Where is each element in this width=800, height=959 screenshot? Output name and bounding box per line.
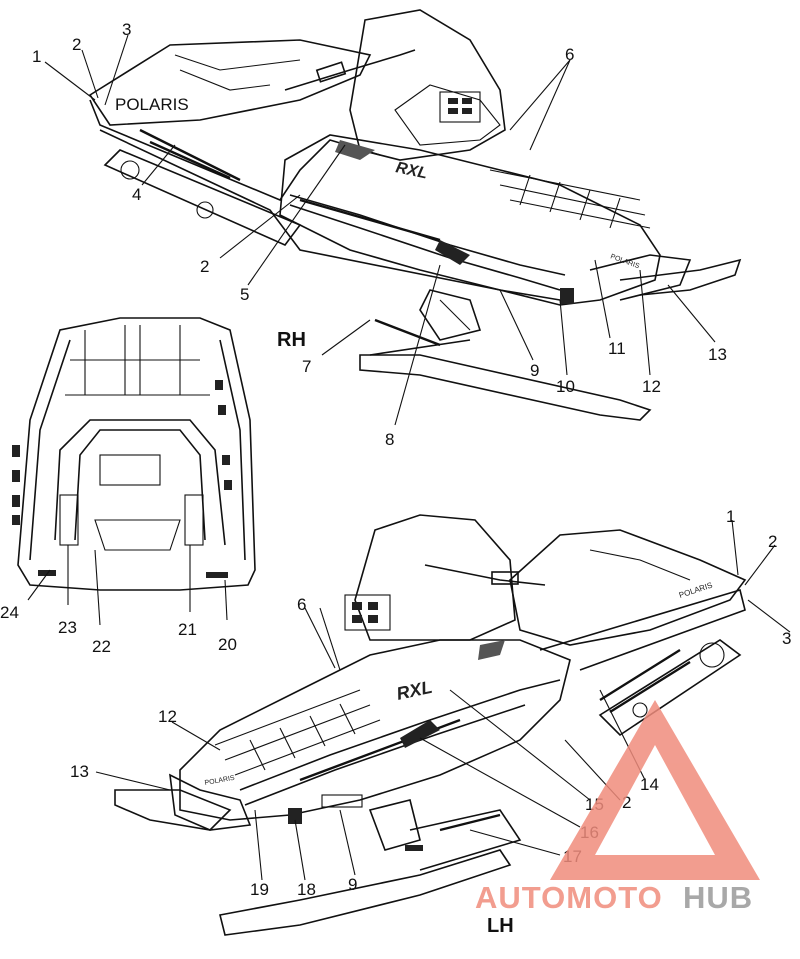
rh-callout-11: 11: [608, 339, 626, 358]
lh-callout-2a: 2: [768, 532, 777, 551]
top-callout-23: 23: [58, 618, 77, 637]
lh-callout-9: 9: [348, 875, 357, 894]
lh-callout-18: 18: [297, 880, 316, 899]
rh-nose-polaris-text: POLARIS: [609, 253, 640, 270]
lh-view-label: LH: [487, 915, 514, 937]
rh-callout-2a: 2: [72, 35, 81, 54]
lh-callout-1: 1: [726, 507, 735, 526]
top-callout-22: 22: [92, 637, 111, 656]
lh-callout-14: 14: [640, 775, 659, 794]
rh-callout-9: 9: [530, 361, 539, 380]
automotohub-watermark: AUTOMOTO HUB: [475, 700, 760, 915]
top-callouts: 23 22 21 20 24: [0, 603, 237, 656]
rh-leaders: [44, 34, 716, 426]
watermark-text-secondary: HUB: [683, 880, 753, 915]
watermark-triangle-icon: [550, 700, 760, 880]
rh-callouts: 1 2 3 4 2 5 6 7 8 9 10 11 12 13 RH: [32, 20, 727, 449]
rh-callout-6: 6: [565, 45, 574, 64]
lh-callout-19: 19: [250, 880, 269, 899]
rh-callout-3: 3: [122, 20, 131, 39]
rh-callout-8: 8: [385, 430, 394, 449]
lh-callout-2b: 2: [622, 793, 631, 812]
rh-view-label: RH: [277, 329, 306, 351]
rh-callout-4: 4: [132, 185, 141, 204]
lh-callout-6: 6: [297, 595, 306, 614]
rh-rxl-decal-text: RXL: [394, 159, 429, 182]
rh-snowmobile: POLARIS RXL POLARIS: [88, 9, 742, 421]
rh-callout-12: 12: [642, 377, 661, 396]
rh-callout-2b: 2: [200, 257, 209, 276]
lh-nose-polaris-text: POLARIS: [204, 775, 235, 787]
lh-polaris-decal-text: POLARIS: [678, 581, 714, 600]
lh-callout-13: 13: [70, 762, 89, 781]
lh-callout-12: 12: [158, 707, 177, 726]
top-leaders: [27, 545, 228, 626]
rh-callout-1: 1: [32, 47, 41, 66]
rh-callout-7: 7: [302, 357, 311, 376]
lh-callout-3: 3: [782, 629, 791, 648]
rh-callout-10: 10: [556, 377, 575, 396]
top-callout-24: 24: [0, 603, 19, 622]
watermark-text-primary: AUTOMOTO: [475, 880, 663, 915]
top-view-hood: [12, 317, 256, 591]
top-callout-21: 21: [178, 620, 197, 639]
lh-leaders: [95, 519, 791, 881]
rh-callout-5: 5: [240, 285, 249, 304]
top-callout-20: 20: [218, 635, 237, 654]
rh-callout-13: 13: [708, 345, 727, 364]
rh-polaris-decal-text: POLARIS: [115, 95, 189, 114]
lh-snowmobile: POLARIS RXL POLARIS: [114, 514, 747, 936]
lh-rxl-decal-text: RXL: [395, 677, 434, 704]
